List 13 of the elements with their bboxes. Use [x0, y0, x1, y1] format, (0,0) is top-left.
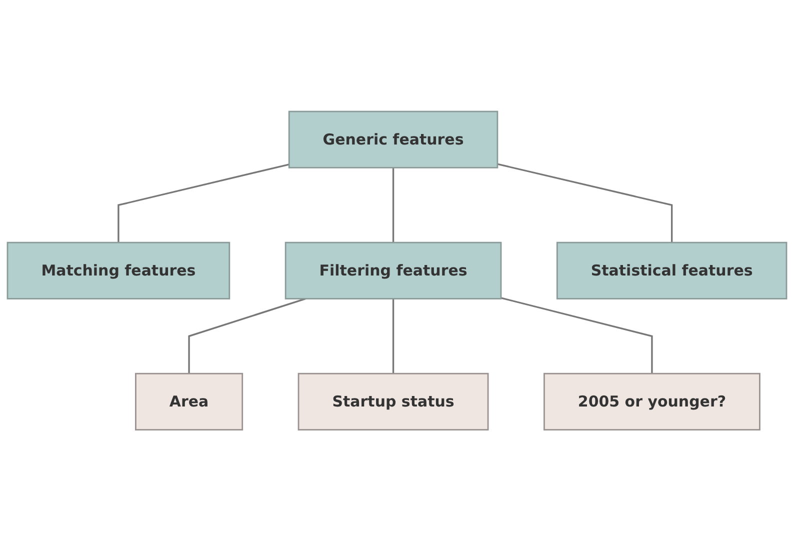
node-box: Area — [135, 373, 244, 431]
connector — [392, 299, 394, 374]
node-box: Filtering features — [284, 242, 502, 300]
connector — [497, 164, 673, 243]
connector — [118, 164, 290, 243]
connector — [392, 168, 394, 243]
connector — [188, 298, 306, 374]
connector — [500, 297, 653, 374]
node-box: 2005 or younger? — [544, 373, 760, 431]
node-box: Matching features — [6, 242, 230, 300]
node-box: Statistical features — [556, 242, 788, 300]
node-box: Startup status — [298, 373, 489, 431]
node-box: Generic features — [288, 111, 498, 169]
